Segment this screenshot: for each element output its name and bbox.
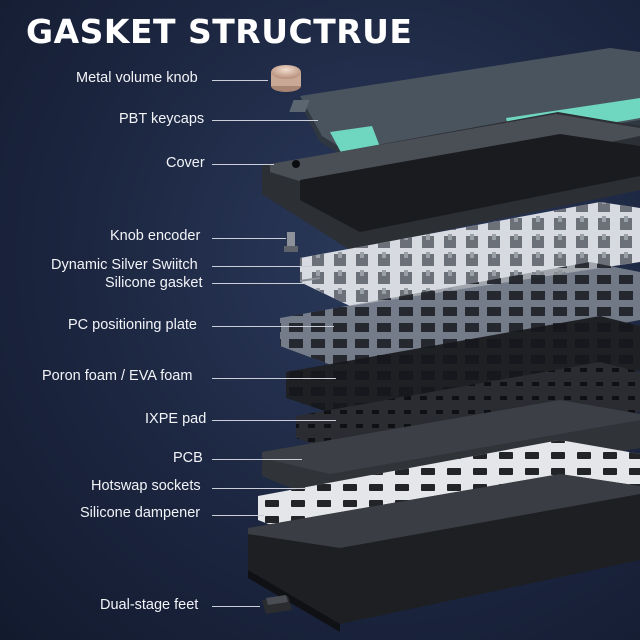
poron-eva-foam-layer	[286, 316, 640, 420]
leader-dynamic-silver-switch	[212, 266, 312, 267]
switches-layer	[300, 202, 640, 306]
label-hotswap-sockets: Hotswap sockets	[91, 478, 201, 494]
leader-hotswap-sockets	[212, 488, 306, 489]
label-pbt-keycaps: PBT keycaps	[119, 111, 205, 127]
page-title: GASKET STRUCTRUE	[26, 12, 413, 51]
label-ixpe-pad: IXPE pad	[145, 411, 207, 427]
label-dynamic-silver-switch: Dynamic Silver Swiitch	[51, 257, 198, 273]
knob-encoder-part	[284, 232, 298, 252]
label-cover: Cover	[166, 155, 205, 171]
label-pc-positioning-plate: PC positioning plate	[68, 317, 197, 333]
leader-pbt-keycaps	[212, 120, 318, 121]
leader-pc-positioning-plate	[212, 326, 334, 327]
dual-stage-feet-part	[262, 595, 292, 614]
label-knob-encoder: Knob encoder	[110, 228, 201, 244]
label-silicone-dampener: Silicone dampener	[80, 505, 201, 521]
silicone-gasket-part	[299, 277, 321, 282]
leader-silicone-gasket	[212, 283, 306, 284]
cover-frame	[262, 112, 640, 250]
bottom-case	[248, 474, 640, 632]
leader-ixpe-pad	[212, 420, 336, 421]
label-poron-eva-foam: Poron foam / EVA foam	[42, 368, 193, 384]
metal-volume-knob-image	[271, 65, 301, 92]
label-metal-volume-knob: Metal volume knob	[76, 70, 198, 86]
leader-pcb	[212, 459, 302, 460]
label-dual-stage-feet: Dual-stage feet	[100, 597, 199, 613]
label-pcb: PCB	[173, 450, 203, 466]
leader-dual-stage-feet	[212, 606, 260, 607]
label-silicone-gasket: Silicone gasket	[105, 275, 203, 291]
leader-knob-encoder	[212, 238, 286, 239]
leader-silicone-dampener	[212, 515, 264, 516]
leader-metal-volume-knob	[212, 80, 268, 81]
leader-cover	[212, 164, 274, 165]
pc-positioning-plate	[280, 262, 640, 372]
leader-poron-eva-foam	[212, 378, 336, 379]
